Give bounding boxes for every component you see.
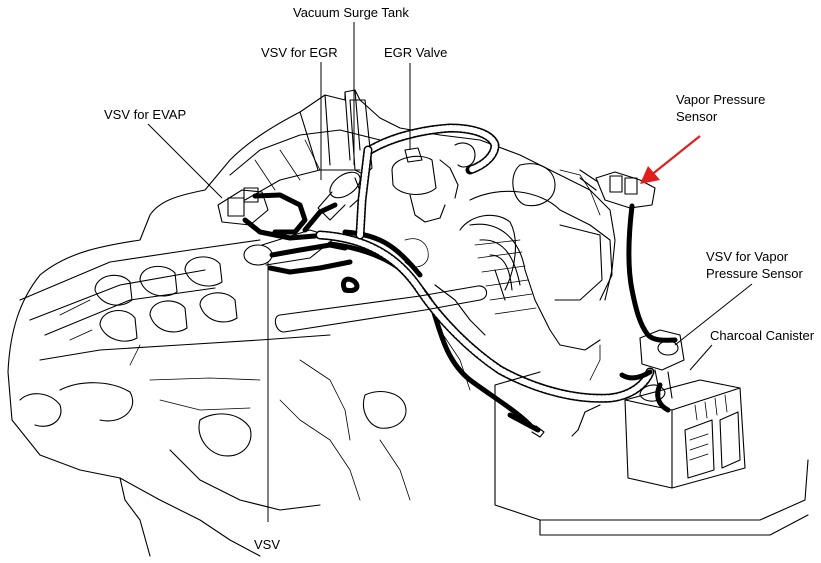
fuel-tube [274,285,488,333]
label-vsv-for-egr: VSV for EGR [261,45,338,60]
labels: Vacuum Surge Tank VSV for EGR EGR Valve … [104,5,815,552]
battery-tray [494,344,809,536]
label-vapor-pressure-sensor-line1: Vapor Pressure [676,92,765,107]
leader-vsv-for-vapor-pressure-sensor [674,283,753,346]
leader-charcoal-canister [689,344,713,371]
engine-block-drawing [7,89,616,557]
vapor-pressure-sensor-component [579,169,678,343]
label-charcoal-canister: Charcoal Canister [710,328,815,343]
label-vsv: VSV [254,537,280,552]
hose-ends [507,412,545,438]
label-vsv-for-vapor-line1: VSV for Vapor [706,249,789,264]
label-vsv-for-vapor-line2: Pressure Sensor [706,266,803,281]
vacuum-hoses [327,229,533,428]
leader-vsv-for-evap [147,123,223,199]
label-vacuum-surge-tank: Vacuum Surge Tank [293,5,409,20]
vsv-for-evap-component [217,187,318,241]
label-vapor-pressure-sensor-line2: Sensor [676,109,718,124]
label-vsv-for-evap: VSV for EVAP [104,107,186,122]
wire-harness [315,123,655,437]
red-arrow [640,135,701,184]
label-egr-valve: EGR Valve [384,45,447,60]
vsv-for-egr-component [302,171,363,233]
leader-lines [147,22,753,522]
charcoal-canister-component [624,369,746,489]
